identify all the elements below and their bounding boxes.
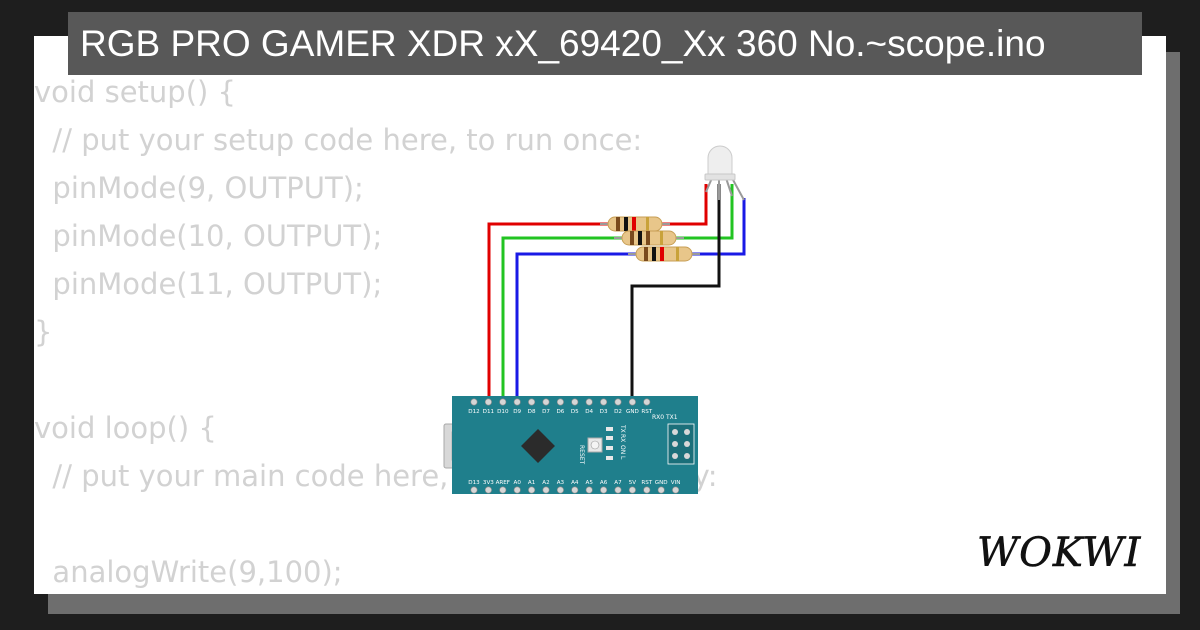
board-pin[interactable]: [499, 398, 507, 406]
pin-label: A3: [557, 480, 565, 486]
pin-label: D4: [585, 409, 593, 415]
pin-label: A5: [586, 480, 594, 486]
pin-label: D12: [468, 409, 479, 415]
pin-label: D7: [542, 409, 550, 415]
board-pin[interactable]: [542, 486, 550, 494]
wokwi-logo-text: WOKWI: [977, 530, 1141, 576]
board-pin[interactable]: [470, 398, 478, 406]
pin-label: A2: [542, 480, 549, 486]
wire-green: [501, 236, 624, 402]
wire-blue: [515, 252, 638, 402]
pin-label: RST: [641, 480, 652, 486]
board-pin[interactable]: [571, 398, 579, 406]
pin-label: D13: [468, 480, 480, 486]
code-line: analogWrite(9,100);: [34, 555, 343, 589]
resistor-red[interactable]: [600, 216, 670, 232]
code-line: void setup() {: [34, 75, 236, 109]
led-label-rx: RX: [619, 434, 626, 442]
pin-label: A0: [514, 480, 522, 486]
wokwi-logo: WOKWI: [977, 530, 1141, 577]
pin-label: A1: [528, 480, 536, 486]
code-line: pinMode(9, OUTPUT);: [34, 171, 364, 205]
pin-label: RST: [641, 409, 652, 415]
pin-label: D5: [571, 409, 579, 415]
board-pin[interactable]: [628, 486, 636, 494]
board-pin[interactable]: [657, 486, 665, 494]
code-line: pinMode(10, OUTPUT);: [34, 219, 383, 253]
board-pin[interactable]: [600, 398, 608, 406]
board-pin[interactable]: [672, 486, 680, 494]
code-line: pinMode(11, OUTPUT);: [34, 267, 383, 301]
board-pin[interactable]: [585, 398, 593, 406]
pin-label: GND: [626, 409, 639, 415]
board-pin[interactable]: [513, 398, 521, 406]
page-title: RGB PRO GAMER XDR xX_69420_Xx 360 No.~sc…: [68, 12, 1142, 75]
board-pin[interactable]: [614, 486, 622, 494]
board-pin[interactable]: [528, 398, 536, 406]
board-pin[interactable]: [643, 398, 651, 406]
board-pin[interactable]: [556, 398, 564, 406]
wire-red: [487, 222, 610, 402]
code-line: void loop() {: [34, 411, 217, 445]
pin-label: 3V3: [483, 480, 494, 486]
pin-label: GND: [655, 480, 668, 486]
pin-label: A6: [600, 480, 608, 486]
board-pin[interactable]: [585, 486, 593, 494]
pin-label: A7: [614, 480, 622, 486]
preview-card: [34, 36, 1166, 594]
led-label-tx: TX: [619, 424, 626, 433]
board-pin[interactable]: [513, 486, 521, 494]
mcu-chip: [521, 429, 555, 463]
board-pin[interactable]: [614, 398, 622, 406]
board-pin[interactable]: [628, 398, 636, 406]
board-pin[interactable]: [556, 486, 564, 494]
board-pin[interactable]: [470, 486, 478, 494]
icsp-header: [667, 423, 695, 465]
pin-label: D10: [497, 409, 509, 415]
wire-red-led: [660, 184, 708, 226]
pin-label: VIN: [671, 480, 681, 486]
pin-label: D11: [483, 409, 495, 415]
board-pin[interactable]: [542, 398, 550, 406]
reset-label: RESET: [578, 445, 585, 465]
led-label-l: L: [619, 456, 626, 460]
pin-label: D9: [513, 409, 521, 415]
board-pin[interactable]: [499, 486, 507, 494]
pin-label: AREF: [496, 480, 510, 486]
rgb-led[interactable]: [704, 145, 745, 201]
wire-blue-led: [690, 198, 746, 256]
board-pcb: [452, 396, 698, 494]
code-preview: void setup() { // put your setup code he…: [34, 68, 718, 596]
serial-label: RX0 TX1: [652, 414, 678, 421]
board-pin[interactable]: [600, 486, 608, 494]
pin-label: D8: [528, 409, 536, 415]
board-pin[interactable]: [571, 486, 579, 494]
resistor-blue[interactable]: [628, 246, 700, 262]
pin-label: D3: [600, 409, 608, 415]
board-pin[interactable]: [528, 486, 536, 494]
code-line: // put your setup code here, to run once…: [34, 123, 643, 157]
resistor-green[interactable]: [614, 230, 684, 246]
pin-label: D6: [556, 409, 564, 415]
led-label-on: ON: [619, 445, 626, 454]
code-line: }: [34, 315, 53, 349]
pin-label: D2: [614, 409, 622, 415]
pin-label: A4: [571, 480, 579, 486]
wire-black: [630, 184, 721, 402]
board-pin[interactable]: [484, 486, 492, 494]
pin-label: 5V: [629, 480, 637, 486]
wire-green-led: [672, 184, 734, 240]
board-pin[interactable]: [643, 486, 651, 494]
board-pin[interactable]: [484, 398, 492, 406]
